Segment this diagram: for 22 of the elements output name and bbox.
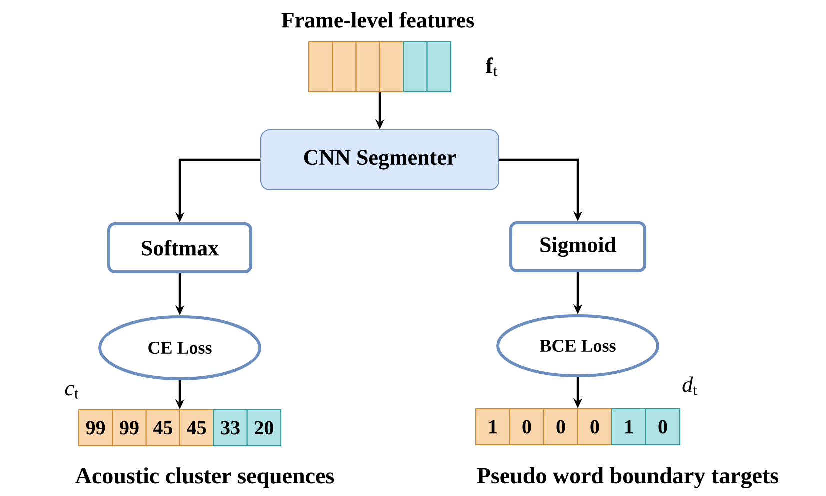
math-symbol: f$_{t}$ xyxy=(486,58,498,76)
node-caption: Pseudo word boundary targets xyxy=(477,467,779,489)
sequence-cell: 99 xyxy=(78,410,114,446)
sequence-cell: 1 xyxy=(476,408,510,446)
node-heading: Frame-level features xyxy=(282,12,474,28)
sequence-cell: 0 xyxy=(510,408,544,446)
sequence-cell: 0 xyxy=(578,408,612,446)
sequence-cell: 33 xyxy=(213,410,248,446)
sequence-cell: 45 xyxy=(146,410,181,446)
sequence-cell: 0 xyxy=(544,408,578,446)
node-caption: Acoustic cluster sequences xyxy=(76,468,334,488)
feature-vector xyxy=(308,42,452,92)
sequence-cell: 20 xyxy=(246,410,282,446)
sequence-cell: 1 xyxy=(612,408,646,446)
activation-box: Softmax xyxy=(108,222,252,274)
activation-box: Sigmoid xyxy=(510,222,646,272)
sequence-cell: 99 xyxy=(112,410,147,446)
process-box: CNN Segmenter xyxy=(260,130,500,190)
sequence-cell: 0 xyxy=(646,408,680,446)
math-symbol: c$_{t}$ xyxy=(65,385,79,399)
math-symbol: d$_{t}$ xyxy=(682,376,698,396)
sequence-cell: 45 xyxy=(179,410,214,446)
